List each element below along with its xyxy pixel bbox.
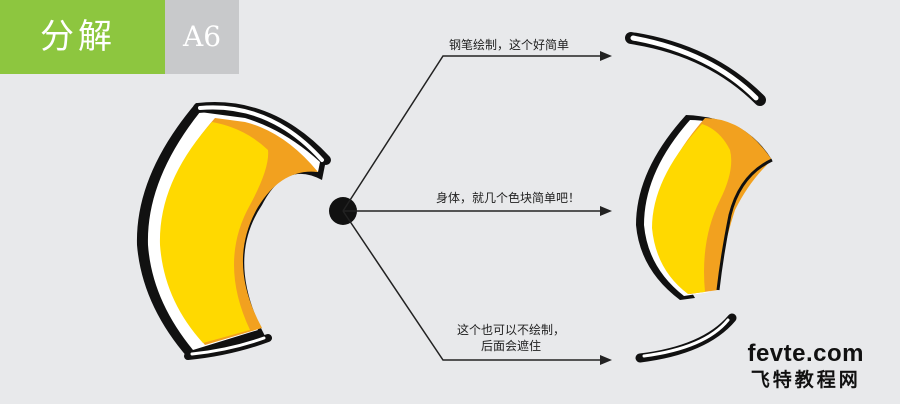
- assembled-moon-shape: [136, 102, 331, 360]
- section-tag: A6: [165, 0, 239, 74]
- connector-lines: [342, 55, 604, 361]
- part-body-color-blocks: [636, 115, 773, 300]
- annotation-pen-drawing: 钢笔绘制，这个好简单: [449, 38, 570, 52]
- section-title: 分解: [0, 0, 165, 74]
- watermark-name: 飞特教程网: [750, 369, 861, 391]
- arrow-heads: [600, 51, 612, 365]
- part-bottom-stroke: [635, 313, 737, 363]
- part-highlight-stroke: [625, 32, 766, 106]
- watermark-domain: fevte.com: [747, 340, 864, 367]
- annotation-optional-hidden: 这个也可以不绘制， 后面会遮住: [457, 323, 566, 353]
- watermark: fevte.com 飞特教程网: [747, 340, 864, 392]
- annotation-body-color-blocks: 身体，就几个色块简单吧！: [436, 191, 581, 205]
